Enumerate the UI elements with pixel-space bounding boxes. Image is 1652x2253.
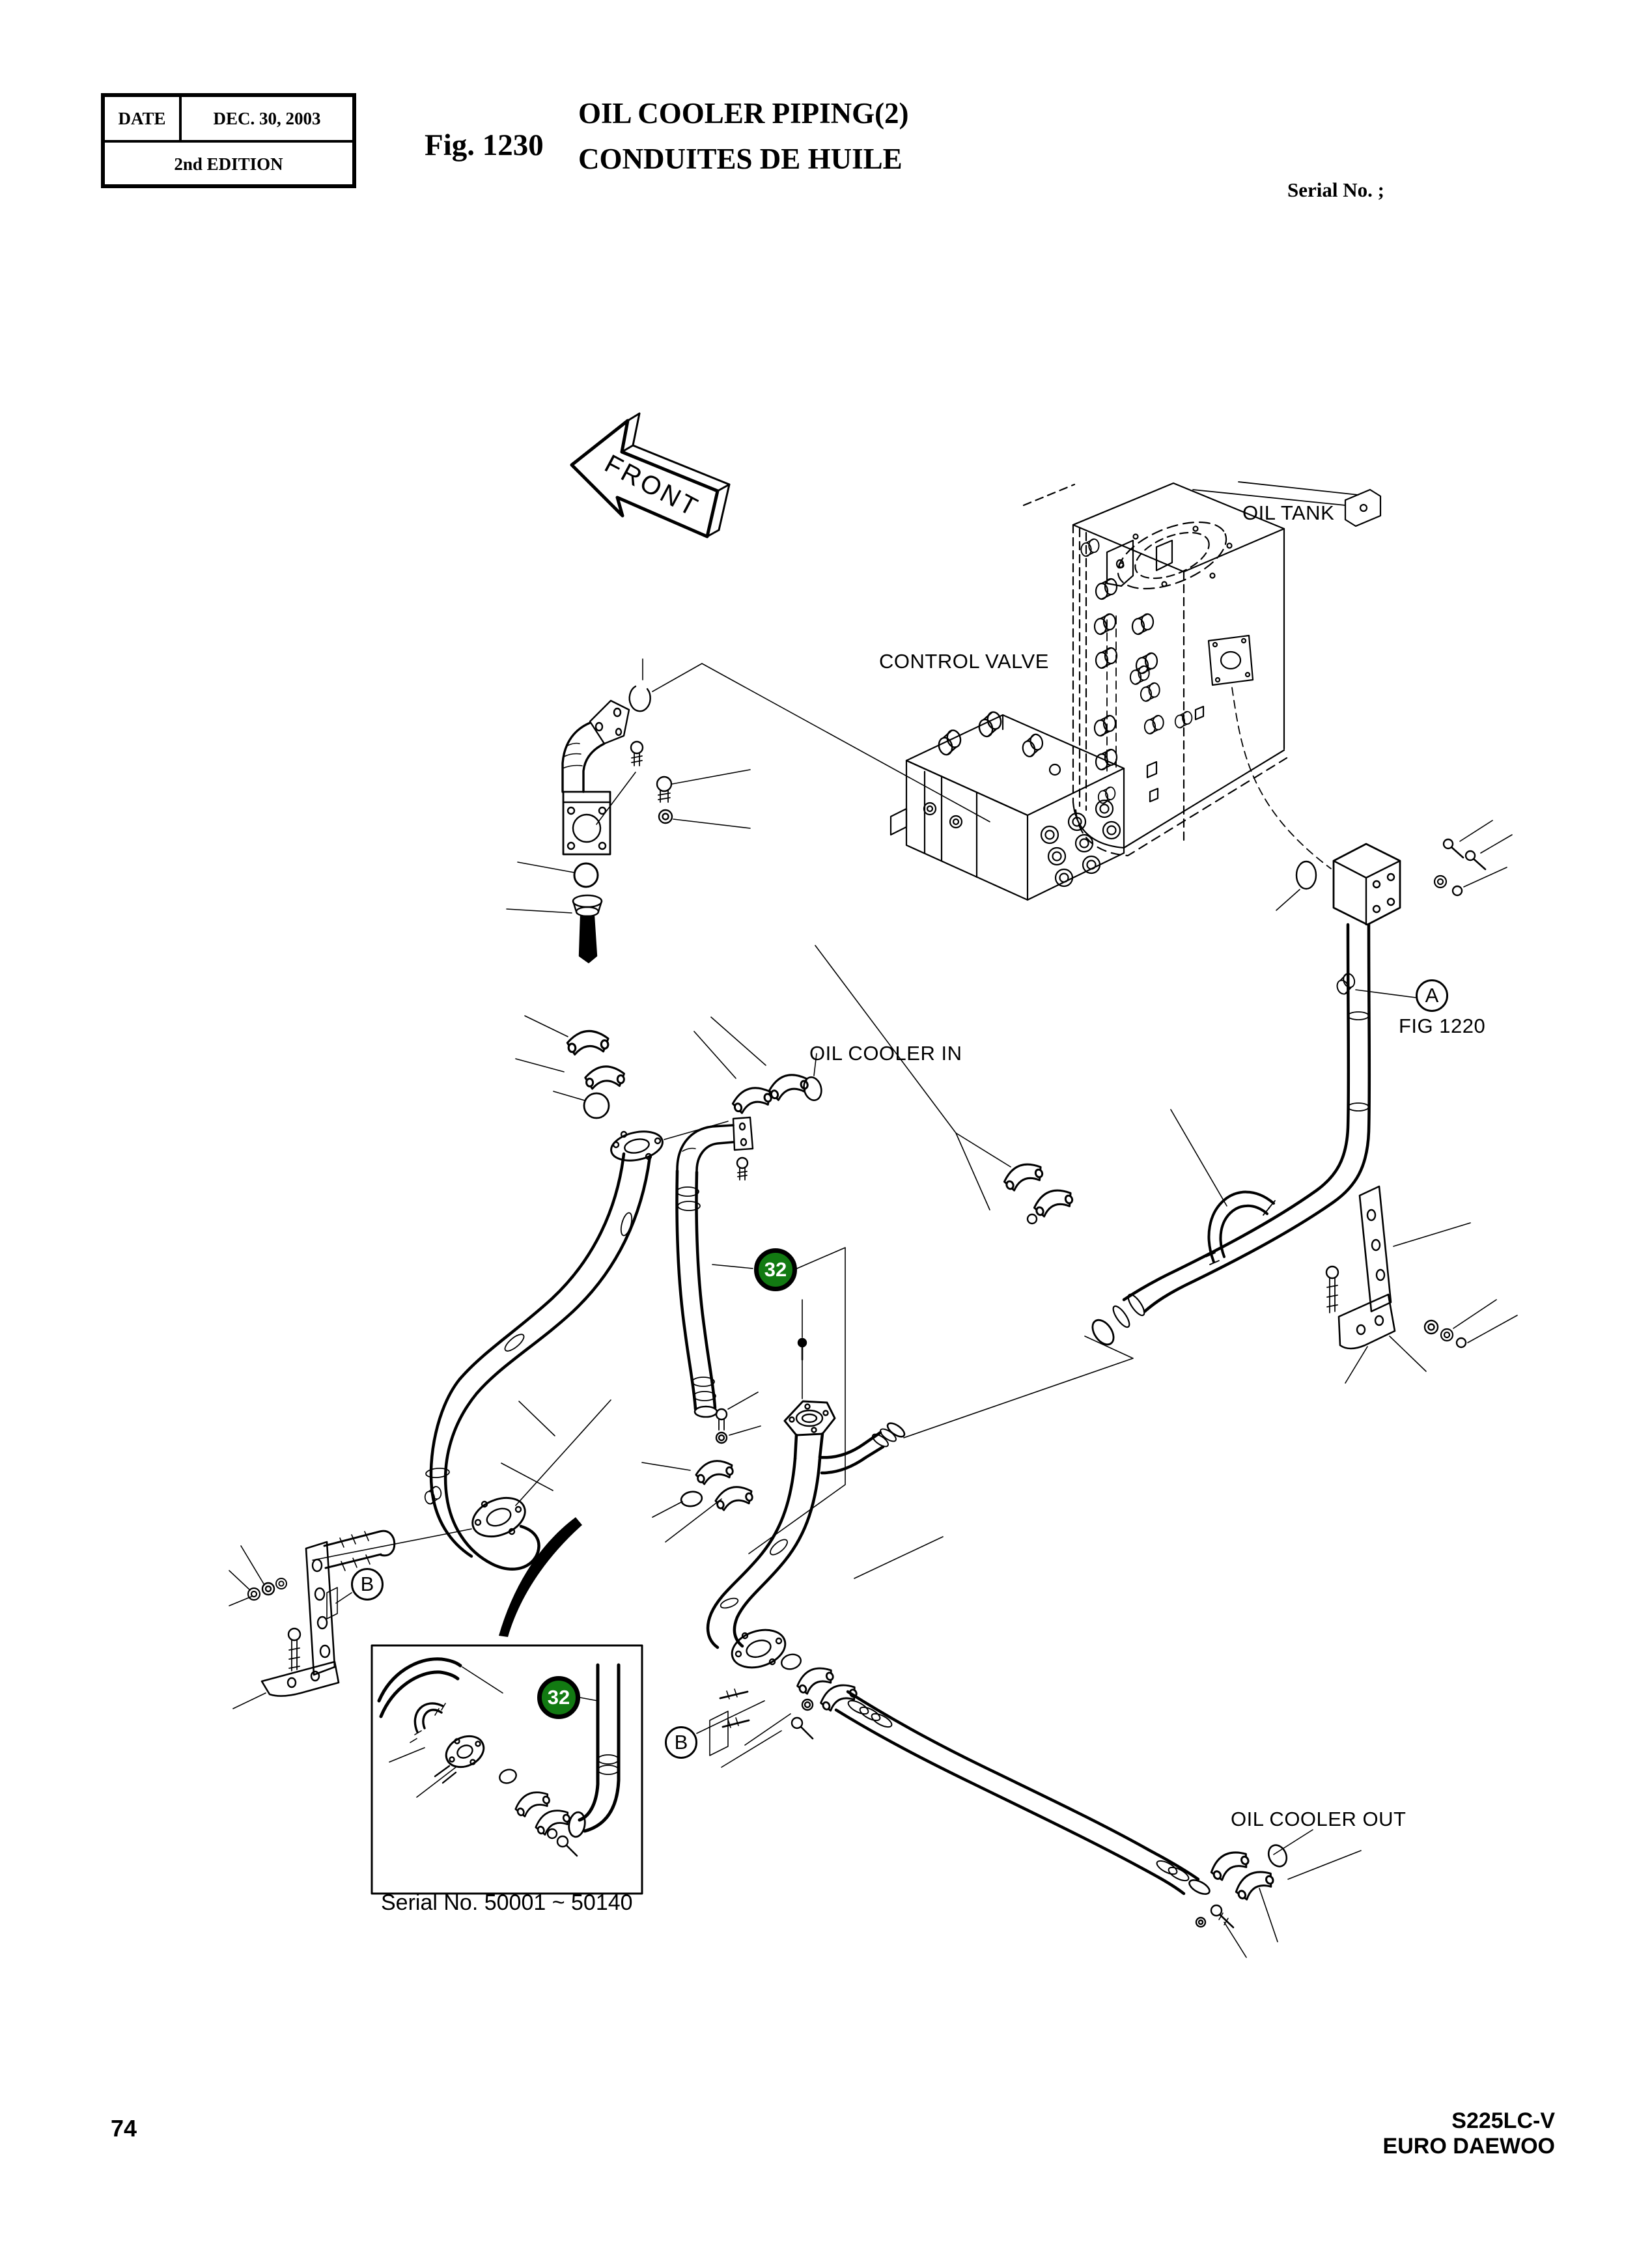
- inset-detail-box: [371, 1644, 643, 1895]
- serial-note: Serial No. ;: [1287, 178, 1384, 201]
- detail-ref-a: A: [1416, 979, 1448, 1012]
- part-balloon-32-inset: 32: [537, 1676, 580, 1719]
- oil-cooler-out-hose: [721, 1690, 1362, 1958]
- detail-ref-b-text: B: [360, 1573, 374, 1595]
- oil-cooler-in-assembly: [641, 1016, 846, 1554]
- tank-outlet-pipe-assembly: [815, 820, 1518, 1384]
- footer-model-block: S225LC-V EURO DAEWOO: [1383, 2108, 1555, 2159]
- detail-ref-b-text: B: [674, 1731, 688, 1754]
- part-balloon-32-text: 32: [764, 1258, 787, 1281]
- oil-cooler-out-label: OIL COOLER OUT: [1231, 1808, 1407, 1830]
- model-name: S225LC-V: [1451, 2108, 1555, 2133]
- revision-table-row: DATE DEC. 30, 2003: [105, 97, 352, 143]
- page-number: 74: [111, 2115, 137, 2142]
- figure-number: Fig. 1230: [425, 128, 544, 162]
- edition-label: 2nd EDITION: [174, 154, 283, 174]
- page-title-en: OIL COOLER PIPING(2): [578, 97, 909, 130]
- detail-callout-arrow: [499, 1517, 582, 1637]
- oil-cooler-in-label: OIL COOLER IN: [809, 1042, 962, 1065]
- control-valve-drawing: [889, 613, 1164, 901]
- fig-ref-label: FIG 1220: [1399, 1015, 1486, 1037]
- oil-tank-label: OIL TANK: [1242, 501, 1335, 524]
- date-value: DEC. 30, 2003: [213, 108, 321, 128]
- brand-name: EURO DAEWOO: [1382, 2134, 1555, 2159]
- control-valve-label: CONTROL VALVE: [879, 650, 1049, 673]
- left-pipe-assembly: [229, 1121, 729, 1709]
- y-pipe-assembly: [696, 1299, 1134, 1756]
- detail-ref-b-right: B: [665, 1726, 697, 1759]
- part-balloon-32: 32: [754, 1248, 797, 1291]
- page-title-fr: CONDUITES DE HUILE: [578, 143, 903, 175]
- revision-table: DATE DEC. 30, 2003 2nd EDITION: [101, 93, 356, 188]
- date-label: DATE: [105, 97, 182, 140]
- part-balloon-32-text: 32: [547, 1686, 570, 1709]
- oil-tank-drawing: [1022, 481, 1382, 869]
- front-arrow-icon: [570, 412, 731, 539]
- inset-serial-range: Serial No. 50001 ~ 50140: [381, 1890, 633, 1915]
- detail-ref-a-text: A: [1425, 984, 1439, 1007]
- detail-ref-b-left: B: [351, 1568, 384, 1601]
- left-elbow-assembly: [506, 658, 990, 1119]
